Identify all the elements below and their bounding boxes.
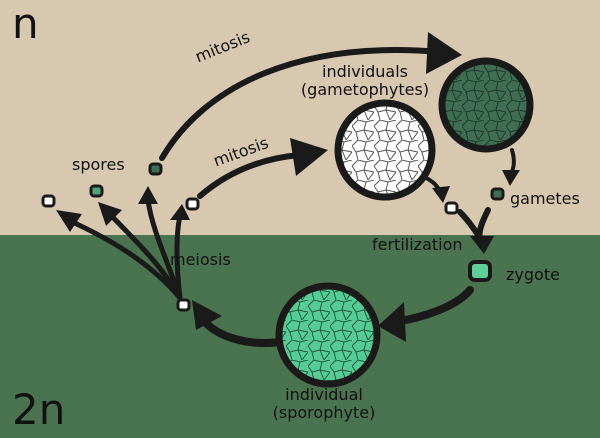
gamete-cell (490, 187, 505, 201)
arrow-zygote-to-sporophyte (378, 286, 474, 342)
sporophyte-label-line1: individual (285, 385, 363, 404)
arrow-sporophyte-to-meiosis (192, 300, 284, 347)
spore-cell (41, 194, 56, 208)
fertilization-label: fertilization (372, 235, 463, 254)
light-individual-circle (334, 99, 436, 201)
zygote-cell (468, 260, 492, 282)
gamete-cell (444, 201, 459, 215)
gametes-label: gametes (510, 189, 580, 208)
spore-cell (148, 162, 163, 176)
sporophyte-circle (275, 282, 381, 388)
diploid-label: 2n (12, 385, 66, 434)
spore-cell (185, 197, 200, 211)
spores-label: spores (72, 155, 125, 174)
arrow-gametophyte-to-gamete (502, 148, 520, 186)
gametophytes-label-line1: individuals (322, 62, 408, 81)
haploid-label: n (12, 0, 39, 48)
zygote-label: zygote (506, 265, 560, 284)
arrow-mitosis-top (159, 32, 462, 161)
meiosis-cell (176, 298, 191, 312)
sporophyte-label-line2: (sporophyte) (272, 403, 376, 422)
gametophyte-circle (438, 57, 534, 153)
meiosis-label: meiosis (170, 250, 231, 269)
spore-cell (89, 184, 104, 198)
arrows-meiosis-to-spores (56, 186, 190, 301)
arrow-fertilization (457, 207, 494, 254)
gametophytes-label-line2: (gametophytes) (300, 80, 430, 99)
arrow-mitosis-lower (197, 138, 328, 199)
